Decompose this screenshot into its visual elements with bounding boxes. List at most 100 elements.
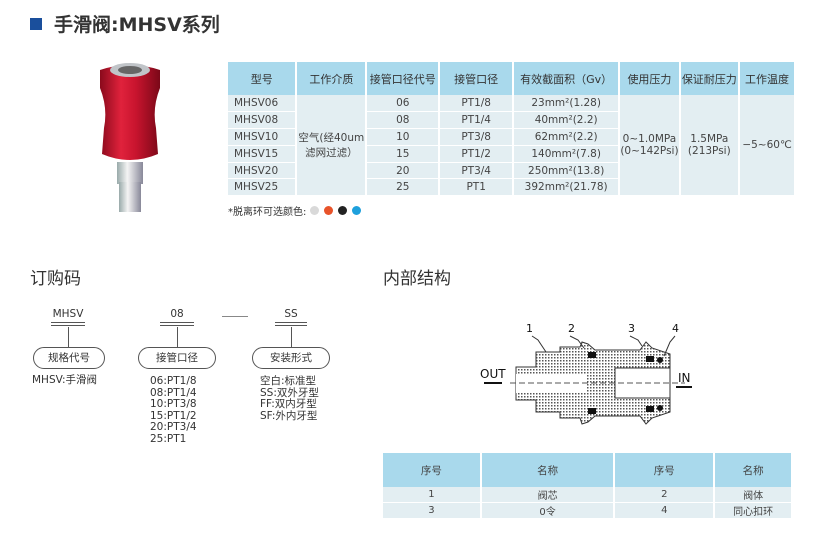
structure-heading: 内部结构 <box>383 269 451 289</box>
title-text: 手滑阀:MHSV系列 <box>54 14 220 36</box>
col-header: 序号 <box>614 453 716 487</box>
list-item: SS:双外牙型 <box>260 386 319 399</box>
order-code-heading: 订购码 <box>30 269 81 289</box>
spec-cell: MHSV15 <box>228 145 298 163</box>
spec-cell: 20 <box>366 162 441 180</box>
col-header: 接管口径代号 <box>366 62 441 95</box>
color-swatch <box>310 206 320 215</box>
parts-cell: 0令 <box>480 502 616 519</box>
spec-table: 型号 工作介质 接管口径代号 接管口径 有效截面积（Gv） 使用压力 保证耐压力… <box>228 62 796 197</box>
col-header: 有效截面积（Gv） <box>513 62 621 95</box>
spec-cell: 25 <box>366 178 441 197</box>
in-label: IN <box>678 371 691 385</box>
spec-cell: MHSV25 <box>228 178 298 197</box>
spec-cell: PT1/8 <box>439 95 514 113</box>
order-code-mount: SS <box>284 308 298 320</box>
note-label: *脱离环可选颜色: <box>228 207 307 218</box>
callout-2: 2 <box>568 322 575 335</box>
order-code-series: MHSV <box>52 308 84 320</box>
order-label-port: 接管口径 <box>138 347 216 369</box>
list-item: 20:PT3/4 <box>150 421 197 433</box>
spec-cell: PT3/4 <box>439 162 514 180</box>
parts-cell: 阀芯 <box>480 487 616 503</box>
code-underline <box>51 322 85 326</box>
callout-4: 4 <box>672 322 679 335</box>
col-header: 使用压力 <box>619 62 681 95</box>
code-underline <box>275 322 307 326</box>
product-image <box>100 63 160 212</box>
spec-cell: 15 <box>366 145 441 163</box>
list-item: 25:PT1 <box>150 432 187 445</box>
list-item: FF:双内牙型 <box>260 398 317 410</box>
internal-structure-diagram: OUT IN 1 2 3 4 <box>480 322 692 425</box>
order-label-spec: 规格代号 <box>33 347 105 369</box>
col-header: 保证耐压力 <box>679 62 741 95</box>
code-underline <box>160 322 194 326</box>
spec-cell: 10 <box>366 128 441 146</box>
page-title: 手滑阀:MHSV系列 <box>30 10 220 37</box>
connector-line <box>68 327 69 347</box>
spec-cell: 空气(经40um滤网过滤） <box>296 95 368 197</box>
spec-cell: MHSV20 <box>228 162 298 180</box>
spec-cell: 62mm²(2.2) <box>513 128 621 146</box>
title-square-icon <box>30 17 42 30</box>
list-item: 空白:标准型 <box>260 375 317 387</box>
order-list-spec: MHSV:手滑阀 <box>32 374 97 387</box>
col-header: 名称 <box>480 453 616 487</box>
callout-1: 1 <box>526 322 533 335</box>
col-header: 工作温度 <box>739 62 796 95</box>
parts-cell: 4 <box>614 502 716 519</box>
spec-cell: 06 <box>366 95 441 113</box>
col-header: 型号 <box>228 62 298 95</box>
spec-cell: 0~1.0MPa (0~142Psi) <box>619 95 681 197</box>
spec-cell: 250mm²(13.8) <box>513 162 621 180</box>
spec-cell: 23mm²(1.28) <box>513 95 621 113</box>
parts-cell: 同心扣环 <box>714 502 793 519</box>
spec-header-row: 型号 工作介质 接管口径代号 接管口径 有效截面积（Gv） 使用压力 保证耐压力… <box>228 62 796 95</box>
list-item: 06:PT1/8 <box>150 375 197 387</box>
connector-line <box>291 327 292 347</box>
spec-cell: 140mm²(7.8) <box>513 145 621 163</box>
color-swatch <box>338 206 348 215</box>
spec-cell: PT3/8 <box>439 128 514 146</box>
spec-cell: −5~60℃ <box>739 95 796 197</box>
col-header: 接管口径 <box>439 62 514 95</box>
list-item: 10:PT3/8 <box>150 398 197 410</box>
order-code-port: 08 <box>170 308 184 320</box>
spec-cell: 08 <box>366 111 441 130</box>
order-label-mount: 安装形式 <box>252 347 330 369</box>
spec-cell: 1.5MPa (213Psi) <box>679 95 741 197</box>
callout-3: 3 <box>628 322 635 335</box>
col-header: 名称 <box>714 453 793 487</box>
col-header: 序号 <box>383 453 482 487</box>
parts-cell: 3 <box>383 502 482 519</box>
spec-cell: PT1 <box>439 178 514 197</box>
dash-separator <box>222 316 248 317</box>
list-item: 08:PT1/4 <box>150 386 197 399</box>
list-item: MHSV:手滑阀 <box>32 374 97 386</box>
col-header: 工作介质 <box>296 62 368 95</box>
spec-cell: MHSV08 <box>228 111 298 130</box>
connector-line <box>177 327 178 347</box>
parts-cell: 1 <box>383 487 482 503</box>
color-options-note: *脱离环可选颜色: <box>228 203 362 218</box>
color-swatch <box>352 206 362 215</box>
parts-cell: 2 <box>614 487 716 503</box>
spec-cell: MHSV06 <box>228 95 298 113</box>
list-item: 15:PT1/2 <box>150 409 197 422</box>
color-swatch <box>324 206 334 215</box>
out-label: OUT <box>480 367 506 381</box>
spec-cell: 392mm²(21.78) <box>513 178 621 197</box>
parts-cell: 阀体 <box>714 487 793 503</box>
